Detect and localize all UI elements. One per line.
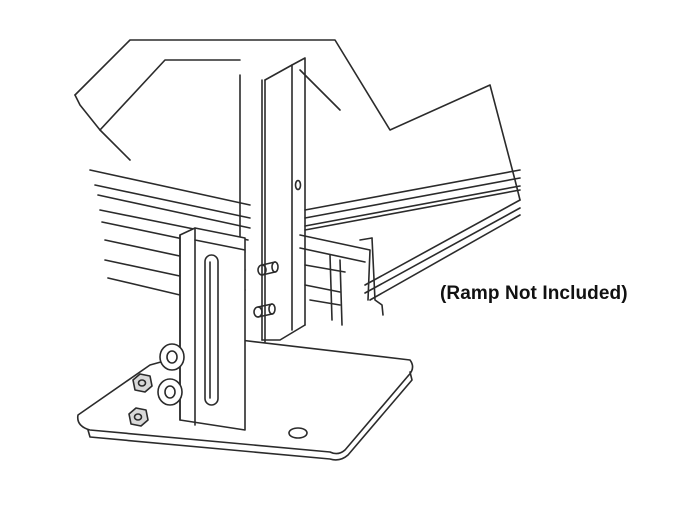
ramp-channel — [89, 169, 384, 326]
ramp-not-included-caption: (Ramp Not Included) — [440, 283, 628, 304]
upright-post — [239, 57, 306, 343]
slotted-bracket — [179, 227, 246, 431]
post-hole — [294, 179, 302, 191]
base-plate-hole — [288, 427, 308, 439]
washers — [157, 343, 185, 406]
nuts — [128, 373, 153, 427]
bracket-slot — [204, 254, 219, 406]
base-plate — [76, 339, 414, 461]
ramp-outline — [74, 39, 521, 201]
ramp-side-rails — [304, 169, 521, 301]
post-bolts — [253, 261, 279, 318]
